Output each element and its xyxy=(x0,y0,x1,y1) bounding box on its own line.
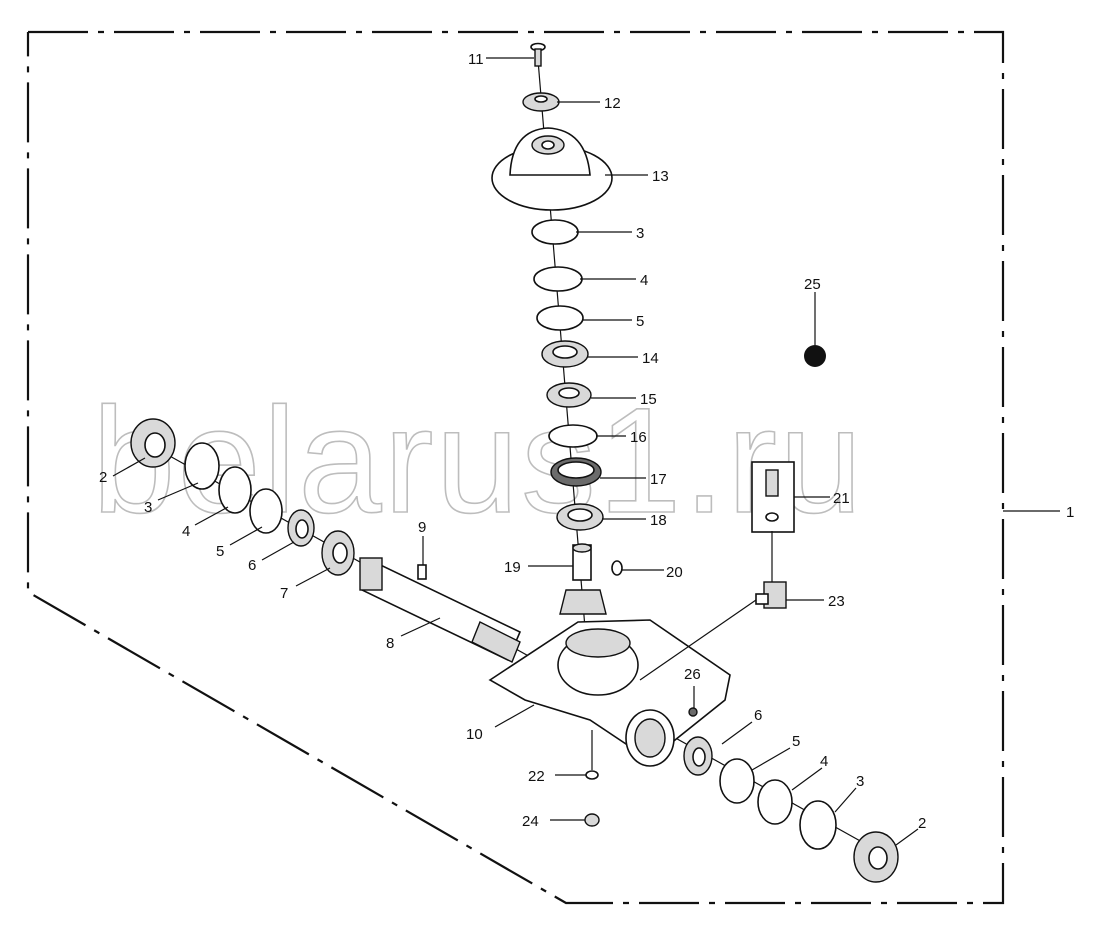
callout-23: 23 xyxy=(828,593,845,610)
part-3-circlip-left xyxy=(184,442,220,490)
callout-9: 9 xyxy=(418,519,426,536)
callout-17: 17 xyxy=(650,471,667,488)
part-23-fitting xyxy=(755,581,787,609)
callout-4-top: 4 xyxy=(640,272,648,289)
part-21-breather xyxy=(751,461,795,533)
callout-2-left: 2 xyxy=(99,469,107,486)
callout-25: 25 xyxy=(804,276,821,293)
part-3-circlip-top xyxy=(531,219,579,245)
part-26-plug xyxy=(688,707,698,717)
callout-3-top: 3 xyxy=(636,225,644,242)
part-4-shim-right xyxy=(757,779,793,825)
callout-24: 24 xyxy=(522,813,539,830)
callout-labels: 1 11 12 13 3 4 5 14 15 16 17 18 19 20 21… xyxy=(99,51,1074,832)
callout-12: 12 xyxy=(604,95,621,112)
part-6-bearing-right xyxy=(683,736,713,776)
callout-16: 16 xyxy=(630,429,647,446)
callout-15: 15 xyxy=(640,391,657,408)
callout-4-left: 4 xyxy=(182,523,190,540)
part-22-washer xyxy=(585,770,599,780)
part-14-bearing xyxy=(541,340,589,368)
callout-13: 13 xyxy=(652,168,669,185)
callout-8: 8 xyxy=(386,635,394,652)
callout-6-right: 6 xyxy=(754,707,762,724)
part-5-shim-left xyxy=(249,488,283,534)
part-7-bevel-gear xyxy=(321,530,355,576)
assembly-boundary xyxy=(26,30,1005,905)
callout-19: 19 xyxy=(504,559,521,576)
callout-2-right: 2 xyxy=(918,815,926,832)
part-2-cap-right xyxy=(853,831,899,883)
part-5-shim-right xyxy=(719,758,755,804)
callout-20: 20 xyxy=(666,564,683,581)
callout-5-top: 5 xyxy=(636,313,644,330)
callout-21: 21 xyxy=(833,490,850,507)
part-8-shaft xyxy=(359,557,522,663)
callout-4-right: 4 xyxy=(820,753,828,770)
callout-10: 10 xyxy=(466,726,483,743)
part-16-o-ring xyxy=(548,424,598,448)
callout-26: 26 xyxy=(684,666,701,683)
callout-3-left: 3 xyxy=(144,499,152,516)
callout-6-left: 6 xyxy=(248,557,256,574)
part-20-key xyxy=(611,560,623,576)
part-25-ball xyxy=(804,345,826,367)
callout-5-right: 5 xyxy=(792,733,800,750)
callout-14: 14 xyxy=(642,350,659,367)
part-4-shim-top xyxy=(533,266,583,292)
callout-22: 22 xyxy=(528,768,545,785)
callout-3-right: 3 xyxy=(856,773,864,790)
part-6-bearing-left xyxy=(287,509,315,547)
part-18-bearing xyxy=(556,503,604,531)
part-15-spacer xyxy=(546,382,592,408)
callout-11: 11 xyxy=(468,51,484,68)
part-11-screw xyxy=(530,42,546,67)
part-19-pinion xyxy=(559,543,607,615)
part-12-washer xyxy=(522,92,560,112)
part-9-key xyxy=(417,564,427,580)
part-5-shim-top xyxy=(536,305,584,331)
leader-lines xyxy=(112,57,1060,846)
part-2-cap-left xyxy=(130,418,176,468)
part-4-shim-left xyxy=(218,466,252,514)
part-17-seal xyxy=(550,457,602,487)
callout-7: 7 xyxy=(280,585,288,602)
part-24-plug xyxy=(584,813,600,827)
watermark: belarus1.ru xyxy=(92,376,864,544)
part-13-cover xyxy=(491,127,613,211)
part-3-circlip-right xyxy=(799,800,837,850)
callout-1: 1 xyxy=(1066,504,1074,521)
part-10-housing xyxy=(488,619,731,767)
callout-5-left: 5 xyxy=(216,543,224,560)
callout-18: 18 xyxy=(650,512,667,529)
